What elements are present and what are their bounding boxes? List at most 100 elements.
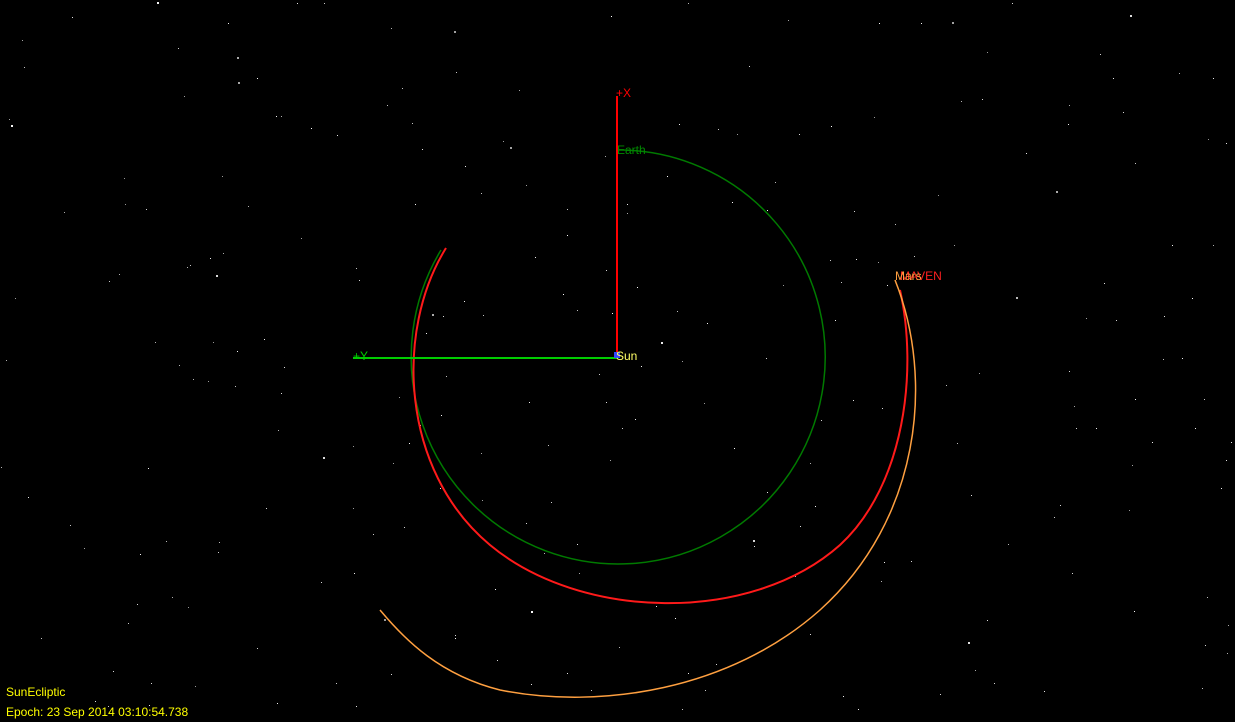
y-axis-label: +Y (353, 349, 368, 363)
star (222, 176, 223, 177)
star (856, 259, 857, 260)
star (404, 527, 405, 528)
star (481, 193, 482, 194)
star (137, 604, 138, 605)
star (391, 674, 392, 675)
star (41, 638, 42, 639)
star (1202, 688, 1203, 689)
star (884, 562, 885, 563)
mars-orbit (379, 279, 917, 698)
star (15, 298, 16, 299)
star (635, 419, 636, 420)
star (627, 204, 628, 205)
star (531, 684, 532, 685)
star (1195, 428, 1196, 429)
star (281, 116, 282, 117)
star (1182, 358, 1183, 359)
star (219, 542, 220, 543)
star (1213, 245, 1214, 246)
star (124, 178, 125, 179)
star (1205, 645, 1206, 646)
star (257, 78, 258, 79)
star (749, 66, 750, 67)
star (482, 500, 483, 501)
star (1072, 573, 1073, 574)
star (830, 260, 831, 261)
star (1207, 597, 1208, 598)
star (432, 314, 434, 316)
star (767, 210, 768, 211)
star (454, 31, 456, 33)
star (28, 497, 29, 498)
star (510, 147, 512, 149)
star (208, 381, 209, 382)
star (426, 333, 427, 334)
star (971, 495, 972, 496)
star (119, 274, 120, 275)
star (961, 101, 962, 102)
star (399, 397, 400, 398)
star (84, 548, 85, 549)
star (622, 428, 623, 429)
star (1044, 691, 1045, 692)
star (987, 52, 988, 53)
star (610, 460, 611, 461)
star (677, 311, 678, 312)
star (519, 90, 520, 91)
star (443, 316, 444, 317)
star (248, 206, 249, 207)
star (1026, 153, 1027, 154)
star (567, 235, 568, 236)
star (184, 96, 185, 97)
star (440, 488, 441, 489)
star (766, 358, 767, 359)
star (718, 129, 719, 130)
star (456, 72, 457, 73)
star (957, 443, 958, 444)
star (495, 589, 496, 590)
star (688, 673, 689, 674)
star (987, 620, 988, 621)
star (843, 696, 844, 697)
sun-label: Sun (616, 349, 637, 363)
star (551, 502, 552, 503)
star (391, 28, 392, 29)
star (216, 275, 218, 277)
star (732, 202, 733, 203)
star (577, 310, 578, 311)
star (213, 342, 214, 343)
star (465, 166, 466, 167)
star (831, 126, 832, 127)
star (577, 544, 578, 545)
star (881, 581, 882, 582)
star (151, 683, 152, 684)
star (704, 403, 705, 404)
star (799, 134, 800, 135)
star (795, 576, 796, 577)
star (155, 342, 156, 343)
star (858, 709, 859, 710)
star (641, 366, 642, 367)
star (179, 365, 180, 366)
star (277, 703, 278, 704)
star (128, 623, 129, 624)
star (11, 125, 13, 127)
star (1060, 505, 1061, 506)
star (337, 135, 338, 136)
star (178, 48, 179, 49)
star (218, 552, 219, 553)
star (1068, 124, 1069, 125)
star (1163, 359, 1164, 360)
earth-orbit (410, 149, 826, 565)
star (402, 88, 403, 89)
earth-label: Earth (617, 143, 646, 157)
star (228, 23, 229, 24)
star (223, 253, 224, 254)
x-axis-label: +X (616, 86, 631, 100)
star (1226, 143, 1227, 144)
star (854, 211, 855, 212)
star (882, 408, 883, 409)
star (982, 99, 983, 100)
star (968, 642, 970, 644)
